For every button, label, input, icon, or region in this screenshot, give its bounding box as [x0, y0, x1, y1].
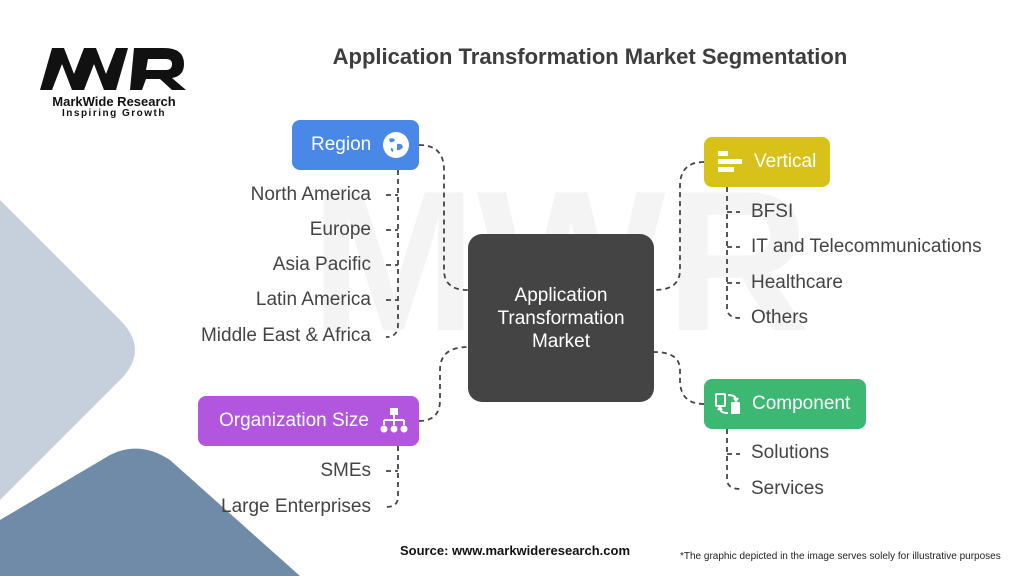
vertical-item: BFSI — [751, 201, 794, 222]
page-title: Application Transformation Market Segmen… — [332, 44, 848, 69]
organization-label: Organization Size — [219, 410, 369, 431]
component-pill: Component — [704, 379, 866, 429]
organization-item: SMEs — [320, 460, 371, 481]
bars-icon — [716, 148, 744, 176]
exchange-icon — [714, 390, 742, 418]
hierarchy-icon — [379, 406, 409, 436]
region-item: Middle East & Africa — [200, 325, 371, 346]
globe-icon — [381, 130, 411, 160]
brand-logo — [40, 48, 186, 90]
component-label: Component — [752, 393, 851, 414]
region-label: Region — [311, 134, 372, 155]
vertical-item: Healthcare — [751, 272, 843, 293]
disclaimer: *The graphic depicted in the image serve… — [680, 551, 1001, 562]
region-item: Latin America — [255, 289, 371, 310]
source-credit: Source: www.markwideresearch.com — [400, 543, 631, 558]
vertical-item: Others — [751, 307, 809, 328]
vertical-pill: Vertical — [704, 137, 830, 187]
vertical-item: IT and Telecommunications — [751, 236, 982, 257]
region-pill: Region — [292, 120, 419, 170]
region-item: North America — [250, 184, 371, 205]
organization-item: Large Enterprises — [221, 496, 371, 517]
component-item: Services — [751, 478, 824, 499]
brand-tagline: Inspiring Growth — [62, 108, 166, 119]
region-item: Europe — [309, 219, 371, 240]
center-node: Application Transformation Market — [468, 234, 654, 402]
vertical-label: Vertical — [754, 151, 817, 172]
brand-name: MarkWide Research — [52, 94, 176, 109]
organization-pill: Organization Size — [198, 396, 419, 446]
region-item: Asia Pacific — [272, 254, 371, 275]
component-item: Solutions — [751, 442, 830, 463]
